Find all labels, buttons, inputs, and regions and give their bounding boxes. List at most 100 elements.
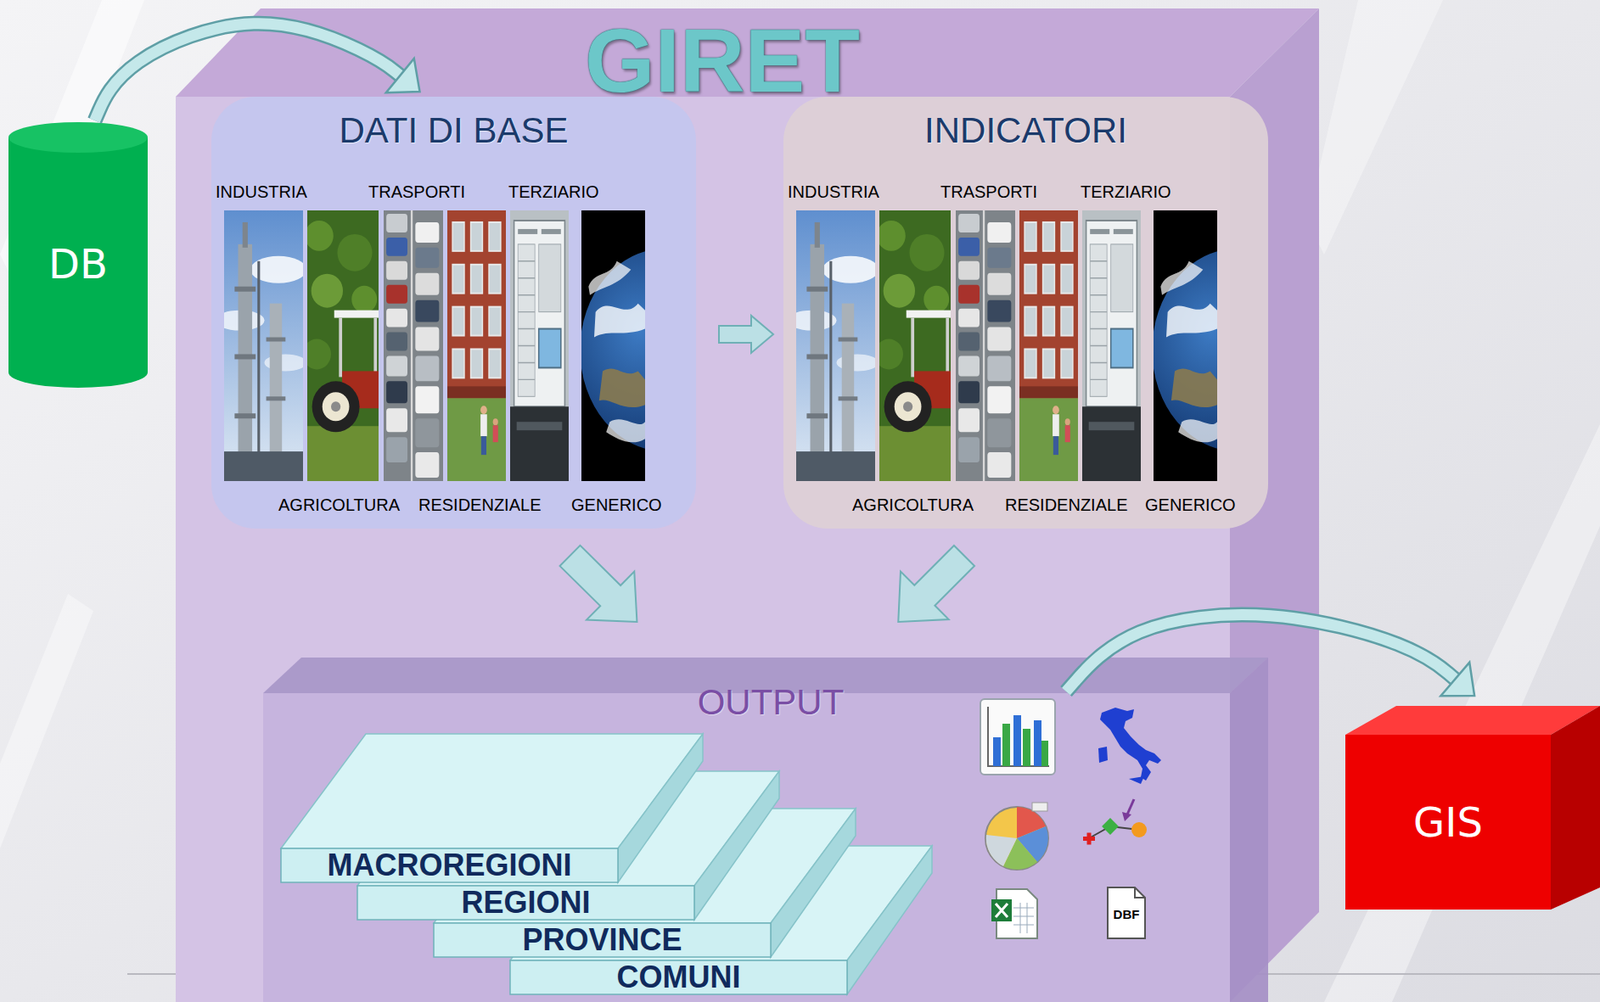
- gis-box-face: [1345, 735, 1551, 910]
- sector-label: GENERICO: [571, 494, 663, 516]
- level-name: PROVINCE: [522, 924, 682, 957]
- level-plate-face: [694, 771, 780, 921]
- pie-chart-icon-part: [1032, 802, 1048, 812]
- excel-icon-part: [995, 903, 1008, 918]
- bar-chart-icon-part: [1013, 715, 1022, 767]
- residential-picture: [447, 210, 506, 482]
- gis-box: GIS: [1345, 706, 1600, 910]
- system-box-face: [175, 96, 1230, 1002]
- sector-label: RESIDENZIALE: [1004, 494, 1128, 516]
- pie-chart-icon-part: [986, 835, 1017, 867]
- level-plate-face: [433, 923, 771, 958]
- text-slot: GIRET: [552, 15, 893, 106]
- italy-map-icon-part: [1100, 707, 1162, 781]
- flow-arrow: [95, 23, 421, 121]
- curved-arrow-outline: [95, 23, 401, 121]
- label-slot: DBF: [1105, 906, 1147, 924]
- bar-chart-icon-part: [980, 699, 1056, 775]
- agriculture-picture: [302, 210, 379, 482]
- label-slot: AGRICOLTURA: [852, 494, 997, 516]
- arrow-head: [1440, 662, 1475, 697]
- residential-picture: [1019, 210, 1078, 482]
- label-slot: GENERICO: [1145, 494, 1290, 516]
- agriculture-picture: [874, 210, 951, 482]
- sector-label: TERZIARIO: [1080, 181, 1172, 203]
- curved-arrow-outline: [1066, 615, 1455, 692]
- line-graph-icon: [1083, 799, 1147, 846]
- level-plate-face: [510, 960, 848, 995]
- tertiary-picture: [510, 210, 569, 482]
- label-slot: TRASPORTI: [940, 181, 1085, 203]
- panel-title: INDICATORI: [924, 110, 1128, 152]
- arrow-head: [386, 58, 421, 93]
- dbf-file-icon: [1107, 887, 1146, 939]
- dbf-file-icon-part: [1107, 887, 1146, 939]
- block-arrow: [898, 545, 975, 623]
- curved-arrow-body: [1066, 615, 1455, 692]
- level-plate: MACROREGIONI: [280, 734, 703, 883]
- level-name: REGIONI: [460, 887, 590, 920]
- sector-label: TRASPORTI: [940, 181, 1038, 203]
- tertiary-picture: [1082, 210, 1141, 482]
- gis-name: GIS: [1413, 798, 1483, 847]
- slide-background-part: [1324, 424, 1600, 1002]
- gis-box-face: [1550, 706, 1600, 910]
- output-title: OUTPUT: [697, 682, 845, 724]
- slide-background-part: [1307, 0, 1443, 255]
- database-cylinder: DB: [8, 122, 148, 388]
- text-slot: OUTPUT: [643, 683, 899, 723]
- text-slot: COMUNI: [510, 960, 848, 995]
- italy-map-icon-part: [1098, 746, 1108, 764]
- transport-picture: [383, 210, 444, 482]
- flow-arrow: [718, 315, 774, 354]
- output-box-face: [263, 693, 1230, 1002]
- curved-arrow-body: [95, 23, 401, 121]
- line-graph-icon-part: [1127, 799, 1135, 815]
- level-plate-face: [770, 808, 856, 958]
- label-slot: RESIDENZIALE: [418, 494, 563, 516]
- industry-picture: [215, 210, 307, 482]
- block-arrow: [560, 545, 638, 623]
- block-arrow: [718, 315, 774, 354]
- pie-chart-icon-part: [985, 807, 1049, 871]
- database-cylinder-face: [8, 137, 148, 388]
- sector-label: AGRICOLTURA: [852, 494, 974, 516]
- system-title: GIRET: [584, 15, 860, 106]
- bar-chart-icon-part: [1041, 741, 1049, 767]
- line-graph-icon-part: [1122, 812, 1132, 822]
- label-slot: RESIDENZIALE: [1004, 494, 1150, 516]
- sector-label: AGRICOLTURA: [278, 494, 400, 516]
- industry-picture: [787, 210, 879, 482]
- bar-chart-icon-part: [988, 707, 1050, 767]
- level-plate-face: [280, 848, 618, 883]
- italy-map-icon-part: [1128, 776, 1145, 785]
- bar-chart-icon-part: [1022, 729, 1031, 767]
- label-slot: TERZIARIO: [1080, 181, 1225, 203]
- file-type-label: DBF: [1113, 907, 1140, 923]
- sector-label: INDUSTRIA: [787, 181, 880, 203]
- level-name: COMUNI: [617, 961, 742, 994]
- label-slot: TRASPORTI: [368, 181, 513, 203]
- text-slot: PROVINCE: [433, 923, 771, 958]
- database-cylinder-face: [8, 122, 148, 153]
- text-slot: GIS: [1345, 735, 1551, 910]
- level-name: MACROREGIONI: [327, 849, 573, 882]
- level-plate-face: [847, 846, 932, 995]
- text-slot: DB: [8, 139, 148, 388]
- excel-icon-part: [991, 899, 1012, 922]
- transport-picture: [955, 210, 1016, 482]
- label-slot: INDUSTRIA: [787, 181, 932, 203]
- text-slot: DATI DI BASE: [211, 110, 697, 152]
- bar-chart-icon-part: [1002, 724, 1011, 767]
- pie-chart-icon: [985, 802, 1049, 871]
- dbf-file-icon-part: [1134, 887, 1146, 899]
- sector-label: GENERICO: [1145, 494, 1236, 516]
- output-box-face: [1229, 657, 1269, 1002]
- bar-chart-icon-part: [1033, 720, 1042, 767]
- flow-arrow: [1066, 615, 1475, 697]
- text-slot: INDICATORI: [783, 110, 1269, 152]
